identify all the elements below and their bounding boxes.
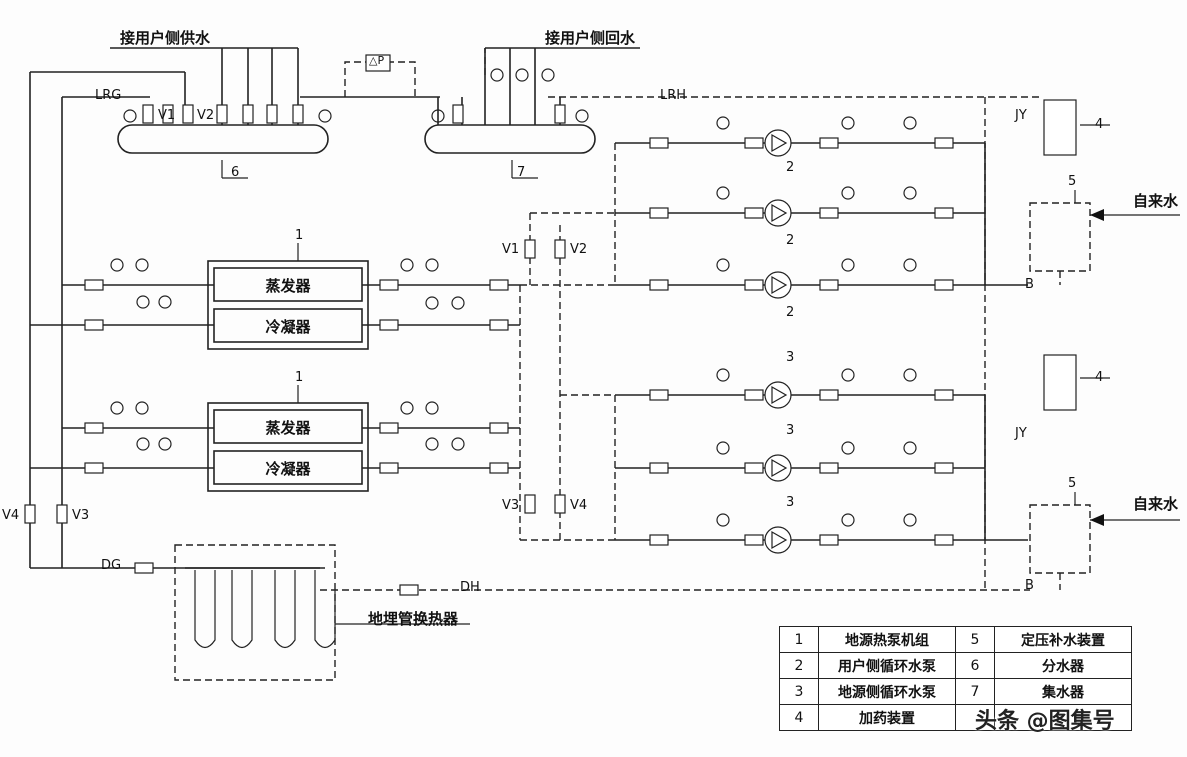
number-5a: 5 — [1068, 174, 1077, 189]
number-2c: 2 — [786, 305, 795, 320]
legend-cell: 3 — [779, 678, 819, 705]
legend-cell — [955, 704, 995, 731]
legend-cell: 加药装置 — [818, 704, 956, 731]
legend-cell: 4 — [779, 704, 819, 731]
dosing-device-4a — [1043, 99, 1077, 156]
heat-pump-unit-2 — [207, 402, 369, 492]
legend-cell: 定压补水装置 — [994, 626, 1132, 653]
number-4b: 4 — [1095, 370, 1104, 385]
b-label-bottom: B — [1025, 578, 1034, 593]
number-7: 7 — [517, 165, 526, 180]
return-user-label: 接用户侧回水 — [545, 29, 636, 47]
valve-v2-top-label: V2 — [197, 108, 215, 123]
lrh-label: LRH — [660, 88, 687, 103]
valve-v3-left-label: V3 — [72, 508, 90, 523]
legend-cell: 地源侧循环水泵 — [818, 678, 956, 705]
number-1a: 1 — [295, 228, 304, 243]
legend-cell: 用户侧循环水泵 — [818, 652, 956, 679]
legend-cell: 分水器 — [994, 652, 1132, 679]
valve-v4-mid-label: V4 — [570, 498, 588, 513]
tap-water-label-bottom: 自来水 — [1133, 495, 1179, 513]
legend-cell: 地源热泵机组 — [818, 626, 956, 653]
number-5b: 5 — [1068, 476, 1077, 491]
legend-cell: 6 — [955, 652, 995, 679]
dh-label: DH — [460, 580, 480, 595]
legend-cell: 5 — [955, 626, 995, 653]
pressure-unit-5b — [1029, 504, 1091, 574]
valve-v4-left-label: V4 — [2, 508, 20, 523]
legend-cell: 1 — [779, 626, 819, 653]
valve-v2-mid-label: V2 — [570, 242, 588, 257]
lrg-label: LRG — [95, 88, 122, 103]
number-1b: 1 — [295, 370, 304, 385]
ground-hx-box — [174, 544, 336, 681]
number-2a: 2 — [786, 160, 795, 175]
jy-label-top: JY — [1015, 108, 1027, 123]
condenser-label-1: 冷凝器 — [265, 318, 311, 336]
legend-cell: 7 — [955, 678, 995, 705]
dg-label: DG — [101, 558, 122, 573]
tap-water-label-top: 自来水 — [1133, 192, 1179, 210]
supply-user-label: 接用户侧供水 — [120, 29, 211, 47]
distributor-6 — [117, 124, 329, 154]
valve-v1-top-label: V1 — [158, 108, 176, 123]
legend-cell: 2 — [779, 652, 819, 679]
pressure-unit-5a — [1029, 202, 1091, 272]
condenser-label-2: 冷凝器 — [265, 460, 311, 478]
evaporator-label-1: 蒸发器 — [265, 277, 311, 295]
valve-v3-mid-label: V3 — [502, 498, 520, 513]
heat-pump-unit-1 — [207, 260, 369, 350]
number-3b: 3 — [786, 423, 795, 438]
valve-v1-mid-label: V1 — [502, 242, 520, 257]
b-label-top: B — [1025, 277, 1034, 292]
dosing-device-4b — [1043, 354, 1077, 411]
number-6: 6 — [231, 165, 240, 180]
number-3c: 3 — [786, 495, 795, 510]
legend-cell — [994, 704, 1132, 731]
evaporator-label-2: 蒸发器 — [265, 419, 311, 437]
watermark: 头条 @图集号 — [975, 709, 1115, 734]
number-4a: 4 — [1095, 117, 1104, 132]
ground-hx-label: 地埋管换热器 — [368, 610, 459, 628]
jy-label-bottom: JY — [1015, 426, 1027, 441]
collector-7 — [424, 124, 596, 154]
number-2b: 2 — [786, 233, 795, 248]
legend-cell: 集水器 — [994, 678, 1132, 705]
pressure-diff-symbol: △P — [369, 54, 385, 67]
number-3a: 3 — [786, 350, 795, 365]
